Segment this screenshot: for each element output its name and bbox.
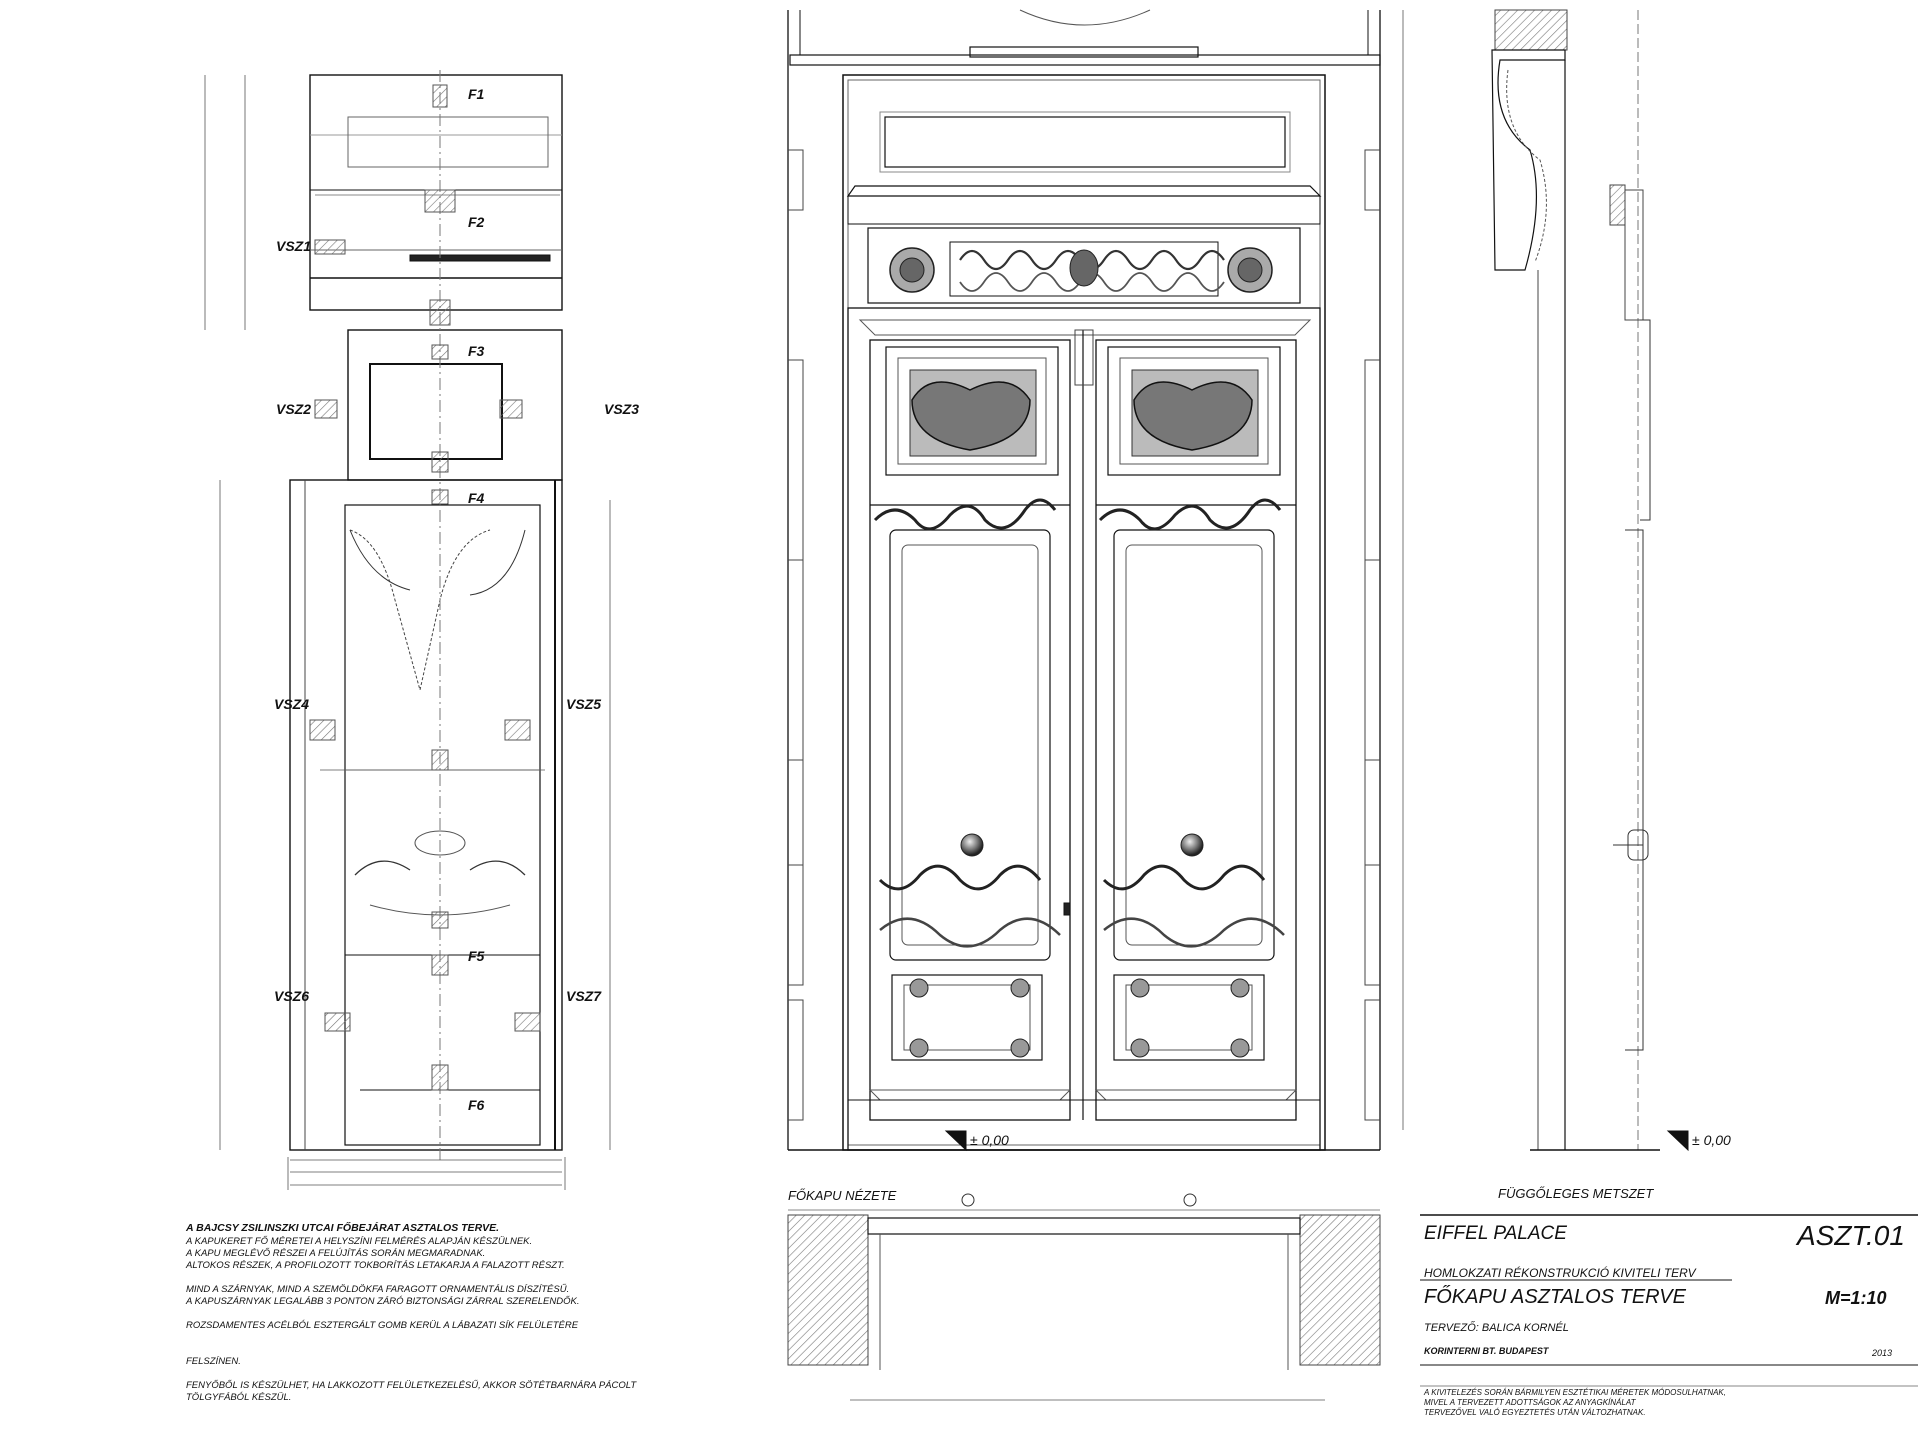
section-label-vsz2: VSZ2 [276, 401, 312, 417]
field-label-f3: F3 [468, 343, 485, 359]
vertical-section [1402, 9, 1689, 1152]
drawing-title: FŐKAPU ASZTALOS TERVE [1424, 1286, 1686, 1308]
footer-line: TERVEZŐVEL VALÓ EGYEZTETÉS UTÁN VÁLTOZHA… [1424, 1408, 1646, 1417]
notes-block: A KAPUKERET FŐ MÉRETEI A HELYSZÍNI FELMÉ… [186, 1236, 636, 1404]
section-label-vsz7: VSZ7 [566, 988, 602, 1004]
footer-line: MIVEL A TERVEZETT ADOTTSÁGOK AZ ANYAGKÍN… [1424, 1398, 1636, 1407]
section-label-vsz5: VSZ5 [566, 696, 602, 712]
section-title: FÜGGŐLEGES METSZET [1498, 1186, 1654, 1201]
title-block-frame [1420, 1214, 1918, 1387]
note-line: A KAPUSZÁRNYAK LEGALÁBB 3 PONTON ZÁRÓ BI… [186, 1296, 580, 1307]
note-line: A KAPUKERET FŐ MÉRETEI A HELYSZÍNI FELMÉ… [186, 1236, 533, 1247]
gate-plan-view [787, 1193, 1381, 1401]
drawing-year: 2013 [1872, 1348, 1893, 1358]
field-label-f6: F6 [468, 1097, 485, 1113]
note-line [186, 1332, 636, 1344]
drawing-scale: M=1:10 [1825, 1288, 1887, 1308]
note-line [186, 1308, 636, 1320]
note-line [186, 1368, 636, 1380]
note-line [186, 1344, 636, 1356]
main-gate-elevation [787, 9, 1381, 1152]
sheet-code: ASZT.01 [1797, 1220, 1905, 1251]
section-label-vsz6: VSZ6 [274, 988, 310, 1004]
field-label-f4: F4 [468, 490, 485, 506]
section-level-label: ± 0,00 [1692, 1132, 1731, 1148]
left-elevation [204, 70, 611, 1190]
project-subtitle: HOMLOKZATI RÉKONSTRUKCIÓ KIVITELI TERV [1424, 1266, 1696, 1280]
section-label-vsz1: VSZ1 [276, 238, 312, 254]
project-name: EIFFEL PALACE [1424, 1223, 1567, 1244]
note-line: FELSZÍNEN. [186, 1356, 241, 1367]
level-marker-label: ± 0,00 [970, 1132, 1009, 1148]
note-line: ROZSDAMENTES ACÉLBÓL ESZTERGÁLT GOMB KER… [186, 1320, 579, 1331]
note-line: ALTOKOS RÉSZEK, A PROFILOZOTT TOKBORÍTÁS… [186, 1260, 565, 1271]
note-line: TÖLGYFÁBÓL KÉSZÜL. [186, 1392, 292, 1403]
field-label-f2: F2 [468, 214, 485, 230]
note-line [186, 1272, 636, 1284]
office-line: KORINTERNI BT. BUDAPEST [1424, 1346, 1549, 1356]
note-line: MIND A SZÁRNYAK, MIND A SZEMÖLDÖKFA FARA… [186, 1284, 570, 1295]
field-label-f5: F5 [468, 948, 485, 964]
plan-view-title: FŐKAPU NÉZETE [788, 1188, 897, 1203]
note-line: FENYŐBŐL IS KÉSZÜLHET, HA LAKKOZOTT FELÜ… [186, 1380, 637, 1391]
title-footer-notes: A KIVITELEZÉS SORÁN BÁRMILYEN ESZTÉTIKAI… [1424, 1388, 1726, 1418]
note-line: A KAPU MEGLÉVŐ RÉSZEI A FELÚJÍTÁS SORÁN … [186, 1248, 486, 1259]
designer-line: TERVEZŐ: BALICA KORNÉL [1424, 1322, 1569, 1334]
field-label-f1: F1 [468, 86, 485, 102]
section-label-vsz4: VSZ4 [274, 696, 310, 712]
footer-line: A KIVITELEZÉS SORÁN BÁRMILYEN ESZTÉTIKAI… [1424, 1388, 1726, 1397]
notes-title: A BAJCSY ZSILINSZKI UTCAI FŐBEJÁRAT ASZT… [186, 1222, 500, 1234]
section-label-vsz3: VSZ3 [604, 401, 640, 417]
